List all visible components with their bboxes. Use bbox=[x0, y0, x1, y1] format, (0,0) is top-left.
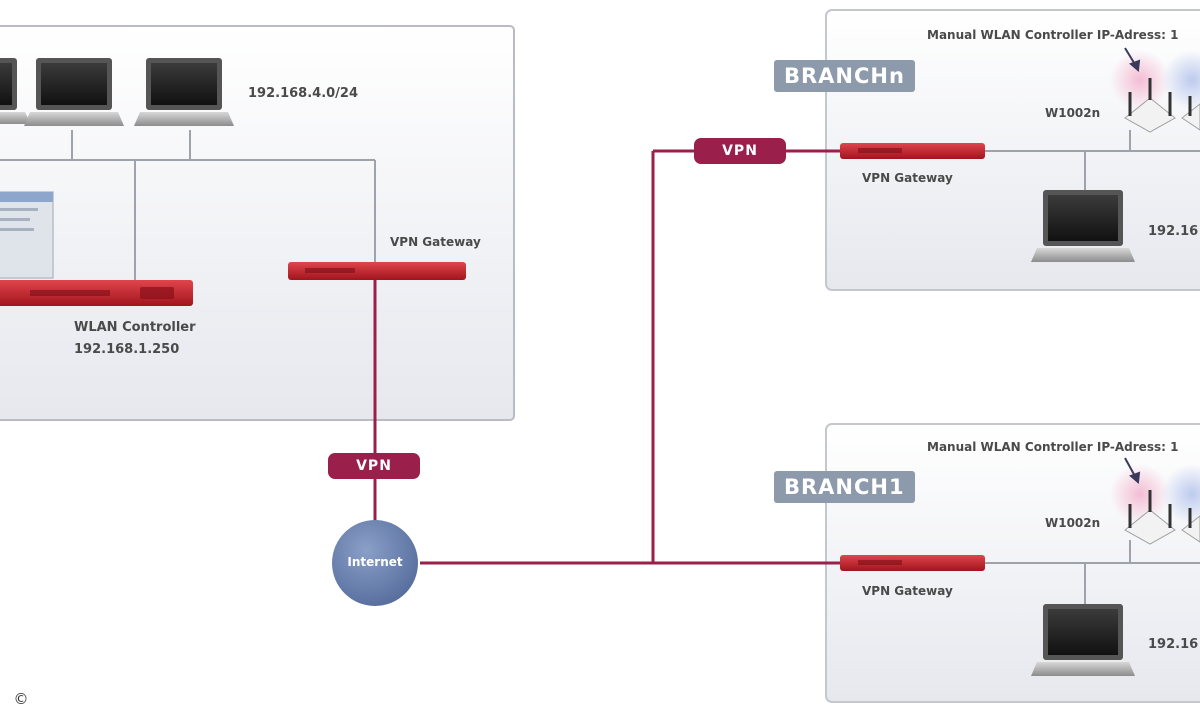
branch-1-wiring bbox=[985, 540, 1200, 604]
access-point-icon bbox=[1110, 50, 1200, 133]
vpn-badge-branch: VPN bbox=[694, 138, 786, 164]
wlan-controller-device bbox=[0, 280, 193, 306]
copyright-icon: © bbox=[10, 688, 32, 710]
branch-n-header: Manual WLAN Controller IP-Adress: 1 bbox=[927, 28, 1179, 42]
branch-n-wiring bbox=[985, 130, 1200, 190]
wlan-controller-ip-label: 192.168.1.250 bbox=[74, 342, 180, 357]
laptop-icon bbox=[1031, 190, 1135, 262]
branch-n-subnet-label: 192.16 bbox=[1148, 224, 1199, 239]
branch-1-ap-model: W1002n bbox=[1045, 516, 1101, 530]
wlan-controller-label: WLAN Controller bbox=[74, 320, 196, 335]
hq-panel bbox=[0, 25, 515, 421]
branch-1-header: Manual WLAN Controller IP-Adress: 1 bbox=[927, 440, 1179, 454]
branch-n-tag: BRANCHn bbox=[774, 60, 915, 92]
branch-n-vpn-gateway-device bbox=[840, 143, 985, 159]
hq-subnet-label: 192.168.4.0/24 bbox=[248, 86, 359, 101]
laptop-icon bbox=[24, 58, 124, 126]
arrow-icon bbox=[1124, 47, 1141, 72]
access-point-icon bbox=[1110, 464, 1200, 545]
internet-label: Internet bbox=[347, 555, 403, 569]
branch-1-vpn-gateway-label: VPN Gateway bbox=[862, 584, 953, 598]
laptop-icon bbox=[1031, 604, 1135, 676]
vpn-gateway-device bbox=[288, 262, 466, 280]
internet-node bbox=[332, 520, 418, 606]
arrow-icon bbox=[1124, 457, 1141, 484]
branch-1-vpn-gateway-device bbox=[840, 555, 985, 571]
hq-vpn-gateway-label: VPN Gateway bbox=[390, 235, 481, 249]
branch-n-vpn-gateway-label: VPN Gateway bbox=[862, 171, 953, 185]
hq-lan-wiring bbox=[0, 130, 376, 290]
vpn-tunnel-lines bbox=[373, 149, 840, 565]
laptop-icon bbox=[134, 58, 234, 126]
branch-1-subnet-label: 192.16 bbox=[1148, 637, 1199, 652]
branch-n-ap-model: W1002n bbox=[1045, 106, 1101, 120]
branch-1-tag: BRANCH1 bbox=[774, 471, 915, 503]
monitor-icon bbox=[0, 191, 54, 279]
laptop-icon bbox=[0, 58, 31, 124]
vpn-badge-hq: VPN bbox=[328, 453, 420, 479]
